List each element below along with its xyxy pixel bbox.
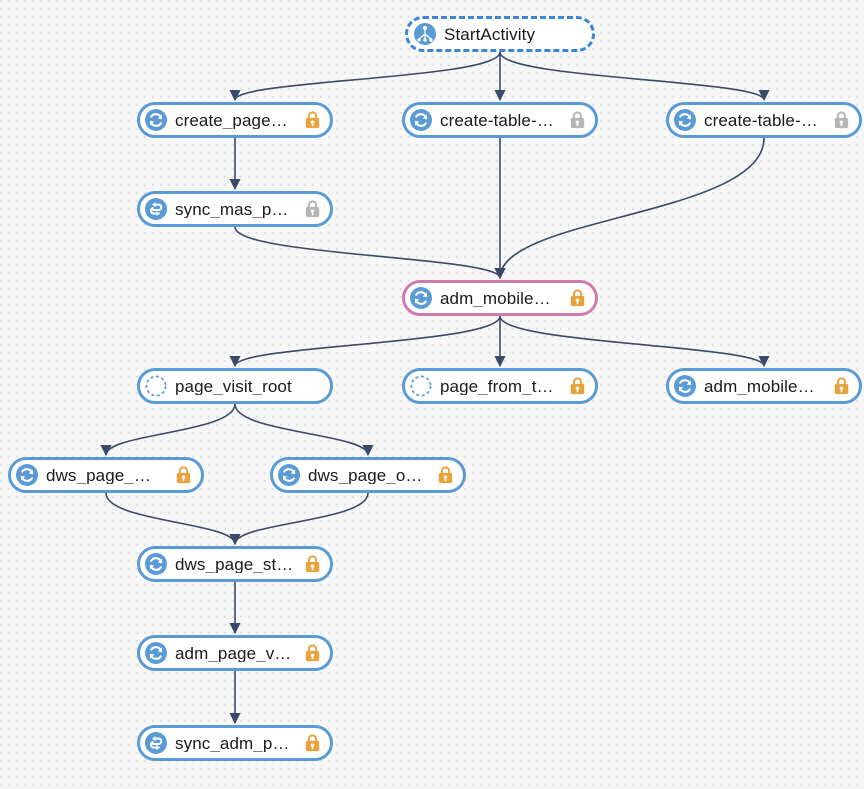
node-label: dws_page_…	[46, 466, 151, 484]
node-adm-page-v[interactable]: adm_page_v…	[137, 635, 333, 671]
swap-arrows-icon	[144, 197, 168, 221]
lock-icon	[303, 554, 322, 574]
lock-icon	[568, 288, 587, 308]
node-label: StartActivity	[444, 25, 536, 43]
lock-icon	[303, 110, 322, 130]
edge-dws-page-a-to-dws-page-st	[105, 492, 241, 546]
node-start-activity[interactable]: StartActivity	[405, 16, 595, 52]
sync-refresh-icon	[15, 463, 39, 487]
node-adm-mobile-center[interactable]: adm_mobile…	[402, 280, 598, 316]
node-label: adm_page_v…	[175, 644, 292, 662]
edge-sync-mas-p-to-adm-mobile-center	[234, 226, 506, 280]
node-label: dws_page_o…	[308, 466, 423, 484]
sync-refresh-icon	[144, 641, 168, 665]
lock-icon	[436, 465, 455, 485]
lock-icon	[303, 199, 322, 219]
edge-dws-page-o-to-dws-page-st	[229, 492, 369, 546]
sync-refresh-icon	[409, 286, 433, 310]
lock-icon	[832, 376, 851, 396]
edge-page-visit-root-to-dws-page-a	[100, 403, 236, 457]
lock-icon	[174, 465, 193, 485]
workflow-tree-icon	[413, 22, 437, 46]
node-create-table-2[interactable]: create-table-…	[666, 102, 862, 138]
node-page-visit-root[interactable]: page_visit_root	[137, 368, 333, 404]
dashed-circle-icon	[144, 374, 168, 398]
node-label: dws_page_st…	[175, 555, 294, 573]
sync-refresh-icon	[673, 108, 697, 132]
lock-icon	[303, 733, 322, 753]
dashed-circle-icon	[409, 374, 433, 398]
node-label: create-table-…	[440, 111, 554, 129]
edge-page-visit-root-to-dws-page-o	[234, 403, 374, 457]
edge-start-activity-to-create-table-2	[499, 51, 770, 102]
node-sync-adm-p[interactable]: sync_adm_p…	[137, 725, 333, 761]
sync-refresh-icon	[277, 463, 301, 487]
node-dws-page-o[interactable]: dws_page_o…	[270, 457, 466, 493]
lock-icon	[303, 643, 322, 663]
node-label: create-table-…	[704, 111, 818, 129]
node-create-page[interactable]: create_page…	[137, 102, 333, 138]
sync-refresh-icon	[409, 108, 433, 132]
node-page-from-t[interactable]: page_from_t…	[402, 368, 598, 404]
node-label: sync_adm_p…	[175, 734, 290, 752]
node-create-table-1[interactable]: create-table-…	[402, 102, 598, 138]
node-dws-page-a[interactable]: dws_page_…	[8, 457, 204, 493]
lock-icon	[568, 376, 587, 396]
lock-icon	[832, 110, 851, 130]
sync-refresh-icon	[144, 108, 168, 132]
node-label: page_visit_root	[175, 377, 292, 395]
node-adm-mobile-right[interactable]: adm_mobile…	[666, 368, 862, 404]
edge-adm-mobile-center-to-page-visit-root	[229, 315, 501, 368]
lock-icon	[568, 110, 587, 130]
edge-create-table-2-to-adm-mobile-center	[494, 137, 765, 280]
swap-arrows-icon	[144, 731, 168, 755]
sync-refresh-icon	[673, 374, 697, 398]
edge-adm-mobile-center-to-adm-mobile-right	[499, 315, 770, 368]
node-label: sync_mas_p…	[175, 200, 289, 218]
node-sync-mas-p[interactable]: sync_mas_p…	[137, 191, 333, 227]
node-label: adm_mobile…	[704, 377, 815, 395]
node-dws-page-st[interactable]: dws_page_st…	[137, 546, 333, 582]
sync-refresh-icon	[144, 552, 168, 576]
edge-start-activity-to-create-page	[229, 51, 501, 102]
node-label: page_from_t…	[440, 377, 554, 395]
node-label: adm_mobile…	[440, 289, 551, 307]
node-label: create_page…	[175, 111, 288, 129]
